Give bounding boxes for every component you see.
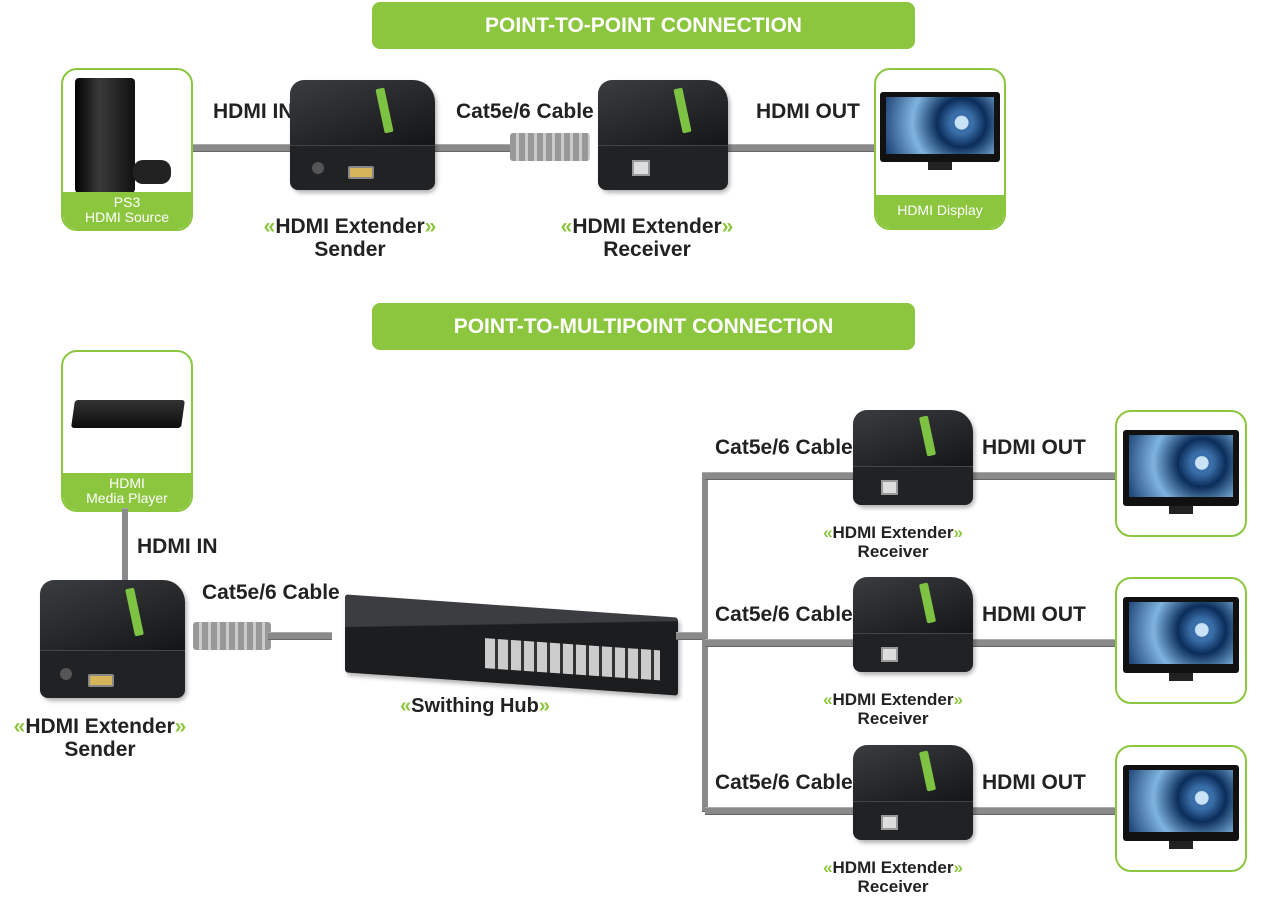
rj45-connector-icon (510, 133, 590, 161)
hdmi-display-card (1115, 745, 1247, 872)
receiver-label: «HDMI Extender» Receiver (783, 858, 1003, 896)
cable-label: Cat5e/6 Cable (715, 603, 853, 626)
caption-line2: HDMI Source (84, 209, 170, 225)
section-title: POINT-TO-POINT CONNECTION (485, 13, 802, 37)
hdmi-out-label: HDMI OUT (982, 771, 1086, 794)
receiver-label: «HDMI Extender» Receiver (783, 523, 1003, 561)
tv-icon (1123, 430, 1239, 514)
cat-cable (430, 144, 515, 152)
chevron-left-icon: « (263, 215, 276, 238)
label-line1: HDMI Extender (832, 858, 954, 877)
hdmi-in-cable (190, 144, 292, 152)
label-line1: HDMI Extender (832, 690, 954, 709)
rj45-connector-icon (193, 622, 271, 650)
cat-cable (268, 632, 332, 640)
hdmi-out-label: HDMI OUT (982, 436, 1086, 459)
section-title: POINT-TO-MULTIPOINT CONNECTION (453, 314, 834, 338)
hdmi-extender-receiver-icon (853, 745, 973, 840)
label-line2: Receiver (603, 238, 691, 261)
chevron-right-icon: » (538, 695, 550, 717)
sender-label: «HDMI Extender» Sender (220, 215, 480, 261)
point-to-point-banner: POINT-TO-POINT CONNECTION (372, 2, 915, 49)
label-line2: Receiver (857, 709, 929, 728)
tv-icon (880, 92, 1000, 170)
gamepad-icon (133, 160, 171, 184)
label-line2: Receiver (857, 877, 929, 896)
chevron-left-icon: « (823, 858, 833, 877)
chevron-left-icon: « (399, 695, 412, 717)
hdmi-extender-sender-icon (290, 80, 435, 190)
hdmi-extender-sender-icon (40, 580, 185, 698)
cable-label: Cat5e/6 Cable (456, 100, 594, 123)
cat-cable (676, 632, 708, 640)
cable-label: Cat5e/6 Cable (715, 436, 853, 459)
receiver-label: «HDMI Extender» Receiver (517, 215, 777, 261)
hdmi-display-card (1115, 577, 1247, 704)
label-line1: HDMI Extender (275, 215, 425, 238)
hdmi-display-card: HDMI Display (874, 68, 1006, 230)
cable-label: Cat5e/6 Cable (715, 771, 853, 794)
tv-icon (1123, 765, 1239, 849)
caption-line2: Media Player (86, 490, 168, 506)
hdmi-out-cable (725, 144, 877, 152)
chevron-right-icon: » (721, 215, 734, 238)
media-player-icon (71, 400, 185, 428)
label-line2: Receiver (857, 542, 929, 561)
label-line1: Swithing Hub (411, 695, 539, 717)
ps3-console-icon (75, 78, 135, 193)
chevron-right-icon: » (953, 690, 963, 709)
chevron-right-icon: » (953, 858, 963, 877)
label-line1: HDMI Extender (25, 715, 175, 738)
hdmi-out-label: HDMI OUT (756, 100, 860, 123)
label-line1: HDMI Extender (572, 215, 722, 238)
hdmi-extender-receiver-icon (853, 410, 973, 505)
hdmi-in-label: HDMI IN (213, 100, 294, 123)
label-line2: Sender (314, 238, 386, 261)
tv-icon (1123, 597, 1239, 681)
chevron-left-icon: « (560, 215, 573, 238)
chevron-right-icon: » (174, 715, 187, 738)
hdmi-out-label: HDMI OUT (982, 603, 1086, 626)
chevron-right-icon: » (424, 215, 437, 238)
hdmi-in-label: HDMI IN (137, 535, 218, 558)
switching-hub-label: «Swithing Hub» (365, 695, 585, 717)
chevron-left-icon: « (13, 715, 26, 738)
hdmi-display-card (1115, 410, 1247, 537)
hdmi-in-cable (122, 508, 128, 585)
hdmi-extender-receiver-icon (598, 80, 728, 190)
point-to-multipoint-banner: POINT-TO-MULTIPOINT CONNECTION (372, 303, 915, 350)
sender-label: «HDMI Extender» Sender (0, 715, 230, 761)
label-line1: HDMI Extender (832, 523, 954, 542)
chevron-left-icon: « (823, 523, 833, 542)
caption-line1: HDMI (109, 475, 145, 491)
caption: HDMI Display (897, 202, 983, 218)
label-line2: Sender (64, 738, 136, 761)
hdmi-extender-receiver-icon (853, 577, 973, 672)
receiver-label: «HDMI Extender» Receiver (783, 690, 1003, 728)
switching-hub-icon (345, 594, 678, 696)
cable-label: Cat5e/6 Cable (202, 581, 340, 604)
caption-line1: PS3 (113, 194, 141, 210)
chevron-left-icon: « (823, 690, 833, 709)
chevron-right-icon: » (953, 523, 963, 542)
